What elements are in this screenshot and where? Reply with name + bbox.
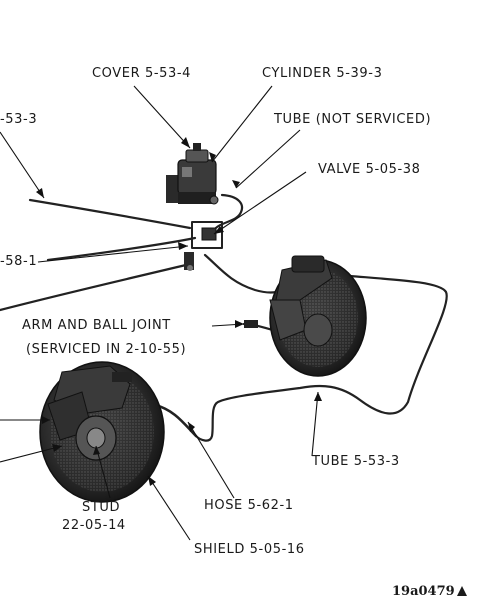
master-cylinder — [166, 143, 219, 205]
stud-number-label: 22-05-14 — [62, 518, 126, 533]
leader-left-b — [0, 445, 63, 463]
tube-upper-left — [28, 198, 192, 230]
leader-tube-lower — [311, 391, 319, 457]
figure-id-text: 19a0479 — [392, 584, 455, 599]
cover-label: COVER 5-53-4 — [92, 66, 192, 81]
leader-shield — [147, 475, 191, 541]
leader-stud — [95, 445, 111, 499]
leader-tube-left — [0, 131, 45, 199]
tube-lower-long — [194, 274, 448, 442]
cylinder-label: CYLINDER 5-39-3 — [262, 66, 383, 81]
tube-not-serviced-label: TUBE (NOT SERVICED) — [274, 112, 432, 127]
tube-to-left-a — [46, 236, 197, 262]
valve-label: VALVE 5-05-38 — [318, 162, 421, 177]
lower-left-wheel — [39, 361, 165, 503]
hose-label: HOSE 5-62-1 — [204, 498, 294, 513]
arm-ball-joint-label: ARM AND BALL JOINT — [22, 318, 171, 333]
arm-ball-joint-note: (SERVICED IN 2-10-55) — [26, 342, 187, 357]
leader-cylinder — [211, 85, 273, 163]
leader-58 — [37, 245, 189, 263]
figure-id: 19a0479 — [392, 584, 467, 600]
leader-tube-not-serviced — [235, 129, 301, 189]
leader-lines — [0, 85, 319, 541]
tube-lower-label: TUBE 5-53-3 — [312, 454, 400, 469]
left-58-label: -58-1 — [0, 254, 38, 269]
figure-id-mark — [456, 586, 467, 596]
leader-cover — [133, 85, 191, 149]
arrowheads — [36, 137, 322, 486]
brake-lines — [0, 193, 448, 442]
stud-label: STUD — [82, 500, 121, 515]
tube-to-left-b — [0, 262, 192, 312]
leader-valve — [213, 171, 307, 235]
tube-left-label: -53-3 — [0, 112, 38, 127]
upper-right-wheel — [244, 255, 367, 377]
shield-label: SHIELD 5-05-16 — [194, 542, 305, 557]
valve — [184, 227, 217, 271]
leader-hose — [187, 421, 235, 499]
